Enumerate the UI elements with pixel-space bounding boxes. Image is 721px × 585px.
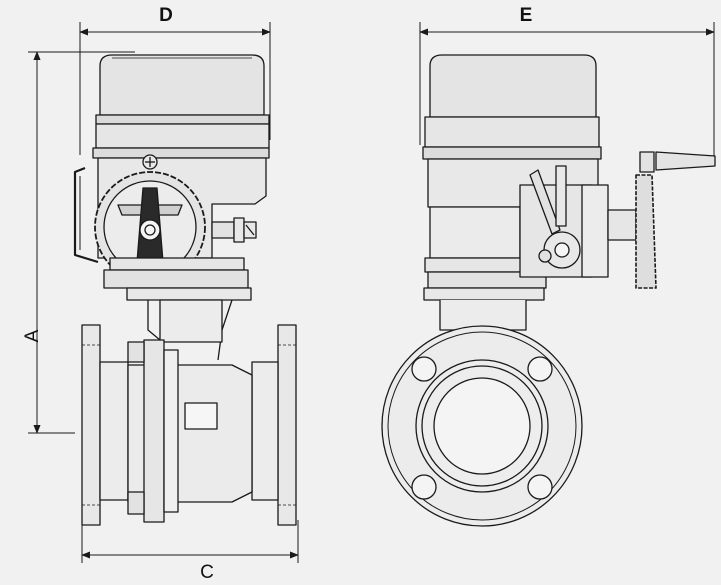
front-base-lower bbox=[103, 269, 249, 289]
front-indicator-hub-inner bbox=[144, 224, 156, 236]
side-bolt-hole-tr bbox=[527, 356, 553, 382]
side-actuator-lower-housing bbox=[429, 206, 521, 259]
side-manual-lever bbox=[529, 169, 561, 235]
side-handwheel bbox=[635, 174, 657, 289]
side-gearbox-cover bbox=[581, 184, 609, 278]
side-bolt-hole-tl bbox=[411, 356, 437, 382]
side-lever-hub-inner bbox=[554, 242, 570, 258]
front-view bbox=[73, 54, 297, 526]
front-bolt-top bbox=[127, 341, 145, 363]
front-side-fitting-nut bbox=[233, 217, 245, 243]
side-flange-raised-face-rim bbox=[421, 365, 543, 487]
dimension-label-a: A bbox=[22, 329, 43, 342]
front-mounting-plate bbox=[126, 287, 252, 301]
front-neck bbox=[159, 299, 223, 343]
side-base-step bbox=[424, 257, 526, 273]
front-name-plate bbox=[184, 402, 218, 430]
side-bore bbox=[433, 377, 531, 475]
front-body-ring bbox=[143, 339, 165, 523]
front-actuator-upper-housing bbox=[95, 123, 270, 149]
dimension-label-d: D bbox=[159, 5, 173, 26]
side-bolt-hole-br bbox=[527, 474, 553, 500]
front-left-flange bbox=[81, 324, 101, 526]
front-actuator-cover bbox=[99, 54, 265, 116]
side-actuator-flange bbox=[422, 146, 602, 160]
front-left-hub bbox=[99, 361, 129, 501]
side-gear-shaft-housing bbox=[607, 209, 637, 241]
front-bolt-bottom bbox=[127, 491, 145, 515]
front-side-fitting-mark bbox=[245, 224, 255, 236]
side-actuator-cover bbox=[429, 54, 597, 118]
dimension-label-c: C bbox=[200, 562, 214, 583]
front-body-ring-inner bbox=[163, 349, 179, 513]
side-handwheel-arm bbox=[639, 151, 655, 173]
dimension-label-e: E bbox=[520, 5, 533, 26]
side-flange-rim bbox=[387, 331, 577, 521]
front-actuator-base bbox=[109, 257, 245, 271]
side-lever-guide bbox=[555, 165, 567, 227]
dimension-lines bbox=[28, 22, 715, 563]
side-bolt-hole-bl bbox=[411, 474, 437, 500]
side-mounting-plate bbox=[423, 287, 545, 301]
front-right-flange bbox=[277, 324, 297, 526]
front-side-fitting bbox=[211, 221, 235, 239]
side-handwheel-handle bbox=[655, 151, 716, 171]
side-actuator-upper-housing bbox=[424, 116, 600, 148]
side-view bbox=[381, 54, 716, 527]
front-side-conduit bbox=[73, 166, 99, 264]
front-actuator-flange bbox=[92, 147, 270, 159]
front-right-hub bbox=[251, 361, 279, 501]
front-indicator-hub bbox=[139, 219, 161, 241]
side-lever-pin bbox=[538, 249, 552, 263]
front-cover-band bbox=[95, 114, 270, 125]
